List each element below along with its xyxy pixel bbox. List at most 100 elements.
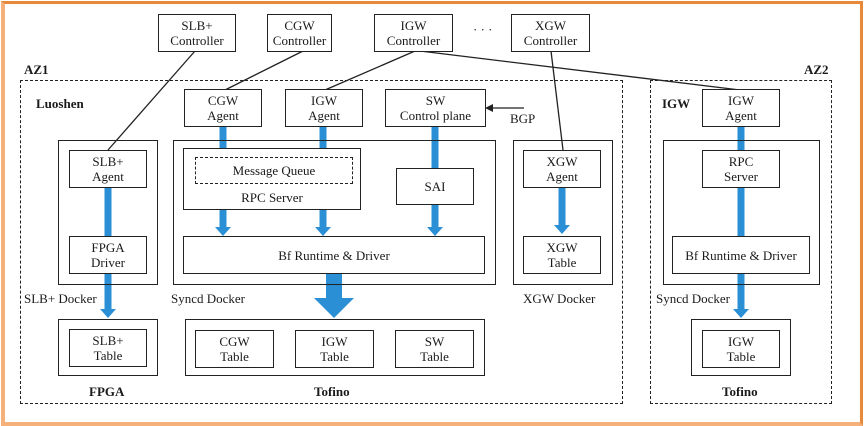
slb-docker-label: SLB+ Docker [24, 291, 97, 306]
cgw-agent-line1: CGW [207, 93, 239, 108]
az2-rpc-line2: Server [724, 169, 758, 184]
rpc-server-label: RPC Server [241, 190, 303, 205]
cgw-table-line2: Table [220, 349, 249, 364]
connector-igw-controller-to-az2-agent [419, 50, 741, 91]
tofino-az1-label: Tofino [314, 384, 350, 399]
cgw-controller-line1: CGW [284, 18, 315, 33]
arrow-cgw-agent-to-rpc-icon [219, 127, 227, 148]
igw-controller: IGW Controller [374, 14, 453, 52]
xgw-agent: XGW Agent [523, 150, 601, 188]
az2-label: AZ2 [804, 62, 829, 77]
slb-table: SLB+ Table [69, 329, 147, 367]
arrow-sai-to-bf-icon [427, 205, 443, 236]
xgw-controller-line2: Controller [523, 33, 578, 48]
xgw-docker-label: XGW Docker [523, 291, 596, 306]
tofino-az2 [691, 319, 791, 376]
igw-agent: IGW Agent [285, 89, 363, 127]
sw-table-line2: Table [420, 349, 449, 364]
slb-controller-line2: Controller [170, 33, 224, 48]
arrow-driver-to-slb-table-icon [100, 274, 116, 318]
az2-igw-agent-line1: IGW [728, 93, 754, 108]
cgw-table: CGW Table [195, 330, 274, 368]
slb-table-line1: SLB+ [92, 333, 124, 348]
igw-table-az1-line2: Table [320, 349, 349, 364]
connector-slb-controller-to-agent [107, 50, 196, 151]
slb-agent: SLB+ Agent [69, 150, 147, 188]
syncd-docker-az1-label: Syncd Docker [171, 291, 246, 306]
bgp-arrowhead-icon [485, 104, 493, 112]
slb-controller-line1: SLB+ [181, 18, 213, 33]
bf-runtime-driver-az2: Bf Runtime & Driver [672, 236, 810, 274]
xgw-docker [513, 140, 613, 285]
az2-igw-agent: IGW Agent [702, 89, 780, 127]
arrow-sw-control-to-sai-icon [431, 127, 439, 168]
az2-igw-table: IGW Table [702, 330, 780, 368]
tofino-az1 [185, 319, 485, 376]
bf-runtime-az1-label: Bf Runtime & Driver [278, 247, 390, 263]
bf-runtime-driver-az1: Bf Runtime & Driver [183, 236, 485, 274]
arrow-xgw-agent-to-table-icon [554, 188, 570, 234]
connector-cgw-controller-to-agent [224, 50, 304, 91]
az2-igw-label: IGW [662, 96, 691, 111]
syncd-docker-az2 [663, 140, 820, 285]
slb-controller: SLB+ Controller [158, 14, 236, 52]
xgw-table: XGW Table [523, 236, 601, 274]
xgw-controller-line1: XGW [534, 18, 567, 33]
cgw-agent-line2: Agent [207, 108, 239, 123]
message-queue: Message Queue [195, 157, 353, 184]
az2-igw-agent-line2: Agent [725, 108, 757, 123]
az1-label: AZ1 [24, 62, 49, 77]
sw-control-plane: SW Control plane [385, 89, 486, 127]
igw-agent-line2: Agent [308, 108, 340, 123]
xgw-table-line2: Table [547, 255, 577, 270]
xgw-agent-line1: XGW [546, 154, 578, 169]
message-queue-label: Message Queue [232, 162, 316, 178]
az2-rpc-line1: RPC [728, 154, 754, 169]
bf-runtime-az2-label: Bf Runtime & Driver [685, 247, 797, 263]
xgw-table-line1: XGW [546, 240, 578, 255]
arrow-slb-agent-to-driver-icon [104, 188, 112, 236]
fpga-driver-line1: FPGA [91, 240, 125, 255]
tofino-az2-label: Tofino [722, 384, 758, 399]
az2-zone [650, 80, 832, 404]
igw-table-az1: IGW Table [295, 330, 374, 368]
sw-table: SW Table [395, 330, 474, 368]
sw-control-line2: Control plane [399, 108, 472, 123]
arrow-rpc-right-to-bf-icon [315, 210, 331, 236]
sw-control-line1: SW [425, 93, 446, 108]
sai-label: SAI [424, 179, 446, 194]
az2-igw-table-line2: Table [726, 349, 756, 364]
az1-zone [20, 80, 623, 404]
fpga-driver: FPGA Driver [69, 236, 147, 274]
cgw-agent: CGW Agent [184, 89, 262, 127]
cgw-table-line1: CGW [219, 334, 250, 349]
sw-table-line1: SW [424, 334, 445, 349]
arrow-igw-agent-to-rpc-icon [319, 127, 327, 148]
slb-agent-line1: SLB+ [92, 154, 124, 169]
xgw-agent-line2: Agent [546, 169, 578, 184]
slb-docker [58, 140, 158, 285]
fpga-device [58, 319, 158, 376]
syncd-docker-az1 [173, 140, 496, 285]
az2-rpc-server: RPC Server [702, 150, 780, 188]
fpga-driver-line2: Driver [91, 255, 125, 270]
igw-agent-line1: IGW [311, 93, 337, 108]
arrow-syncd-to-tofino-icon [314, 274, 354, 318]
arrow-az2-bf-to-table-icon [733, 274, 749, 318]
connector-xgw-controller-to-agent [550, 50, 564, 151]
slb-table-line2: Table [93, 348, 123, 363]
igw-table-az1-line1: IGW [321, 334, 348, 349]
fpga-label: FPGA [89, 384, 125, 399]
luoshen-label: Luoshen [36, 96, 84, 111]
igw-controller-line1: IGW [400, 18, 427, 33]
xgw-controller: XGW Controller [511, 14, 590, 52]
slb-agent-line2: Agent [92, 169, 124, 184]
bgp-label: BGP [510, 111, 536, 126]
rpc-server: RPC Server [183, 148, 361, 210]
connector-igw-controller-to-agent [324, 50, 416, 91]
syncd-docker-az2-label: Syncd Docker [656, 291, 731, 306]
sai-box: SAI [396, 168, 474, 205]
cgw-controller-line2: Controller [272, 33, 327, 48]
arrow-az2-agent-to-rpc-icon [737, 127, 745, 150]
